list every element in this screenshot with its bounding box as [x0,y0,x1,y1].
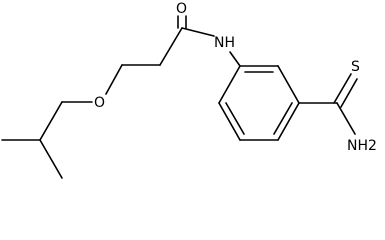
ring-bond-6 [218,65,241,104]
atom-label-ether-oxygen: O [94,95,105,111]
ring-bond-3 [277,102,300,141]
ring-bond-5-inner [225,102,245,135]
bond-o-ether-ch2 [105,64,123,95]
bond-ch-ch2 [39,101,63,141]
atom-label-thio-sulfur: S [351,59,360,75]
bond-ch2-carbonyl [159,27,183,66]
ring-bond-5 [218,102,241,141]
bond-n-ring [229,51,241,67]
bond-thiocarbon-nh2 [336,102,356,135]
atom-label-amine-nh2: NH2 [347,138,377,154]
bond-carbonyl-n [181,27,215,37]
ring-bond-2 [277,65,300,104]
ring-bond-3-inner [273,102,293,135]
atom-label-amide-nh: NH [214,35,235,51]
bond-ch3-a-ch [39,139,63,179]
bond-thio-double-1 [333,73,352,104]
bond-thio-double-2 [340,78,358,108]
molecule-structure: O NH O S NH2 [1,1,377,179]
atom-label-carbonyl-oxygen: O [176,1,187,17]
